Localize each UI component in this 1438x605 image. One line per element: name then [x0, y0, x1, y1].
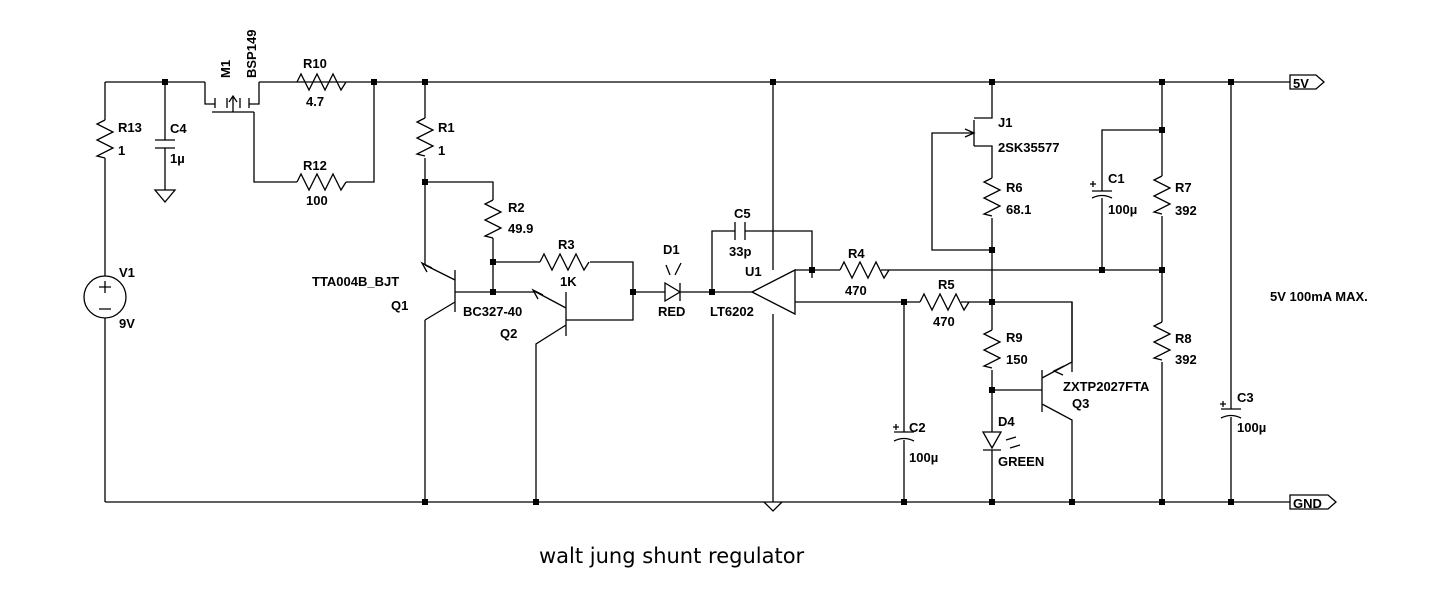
battery-v1 — [83, 82, 127, 502]
j1-value: 2SK35577 — [998, 140, 1059, 155]
m1-ref: M1 — [218, 60, 233, 78]
r8-ref: R8 — [1175, 331, 1192, 346]
opamp-u1 — [711, 82, 920, 512]
port-gnd-label: GND — [1293, 496, 1322, 511]
port-5v: 5V — [1289, 74, 1325, 91]
divider-stage — [1090, 82, 1172, 502]
r4-value: 470 — [845, 283, 867, 298]
v1-ref: V1 — [119, 265, 135, 280]
reference-stage — [931, 82, 1073, 502]
r9-ref: R9 — [1006, 330, 1023, 345]
d1-ref: D1 — [663, 242, 680, 257]
d4-ref: D4 — [998, 414, 1015, 429]
resistor-r10 — [296, 72, 347, 92]
input-stage — [415, 82, 634, 502]
r10-value: 4.7 — [306, 94, 324, 109]
j1-ref: J1 — [998, 115, 1012, 130]
capacitor-c3 — [1220, 82, 1242, 502]
c2-value: 100µ — [909, 450, 938, 465]
d1-value: RED — [658, 304, 685, 319]
r13-ref: R13 — [118, 120, 142, 135]
c5-ref: C5 — [734, 206, 751, 221]
c4-value: 1µ — [170, 151, 185, 166]
v1-value: 9V — [119, 316, 135, 331]
q1-value: TTA004B_BJT — [312, 274, 399, 289]
r4-ref: R4 — [848, 246, 865, 261]
port-5v-label: 5V — [1293, 76, 1309, 91]
r1-value: 1 — [438, 143, 445, 158]
r6-value: 68.1 — [1006, 202, 1031, 217]
r9-value: 150 — [1006, 352, 1028, 367]
r1-ref: R1 — [438, 120, 455, 135]
resistor-r4 — [839, 260, 1161, 280]
spec-note: 5V 100mA MAX. — [1270, 289, 1368, 304]
q2-value: BC327-40 — [463, 304, 522, 319]
m1-value: BSP149 — [244, 30, 259, 78]
c3-ref: C3 — [1237, 390, 1254, 405]
c1-value: 100µ — [1108, 202, 1137, 217]
c1-ref: C1 — [1108, 171, 1125, 186]
diagram-title: walt jung shunt regulator — [539, 544, 805, 568]
r2-value: 49.9 — [508, 221, 533, 236]
q2-ref: Q2 — [500, 326, 517, 341]
c4-ref: C4 — [170, 121, 187, 136]
led-d1 — [633, 262, 712, 303]
q3-value: ZXTP2027FTA — [1063, 379, 1150, 394]
r6-ref: R6 — [1006, 180, 1023, 195]
r3-ref: R3 — [558, 237, 575, 252]
port-gnd: GND — [1289, 494, 1337, 511]
junctions — [162, 79, 1234, 505]
r2-ref: R2 — [508, 200, 525, 215]
q3-ref: Q3 — [1072, 396, 1089, 411]
u1-ref: U1 — [745, 264, 762, 279]
c5-value: 33p — [729, 244, 751, 259]
r12-value: 100 — [306, 193, 328, 208]
mosfet-m1 — [204, 82, 375, 183]
r12-ref: R12 — [303, 158, 327, 173]
d4-value: GREEN — [998, 454, 1044, 469]
u1-value: LT6202 — [710, 304, 754, 319]
r10-ref: R10 — [303, 56, 327, 71]
capacitor-c2 — [893, 302, 915, 502]
c3-value: 100µ — [1237, 420, 1266, 435]
r8-value: 392 — [1175, 352, 1197, 367]
r3-value: 1K — [560, 274, 577, 289]
r7-value: 392 — [1175, 203, 1197, 218]
resistor-r12 — [296, 172, 347, 192]
r7-ref: R7 — [1175, 180, 1192, 195]
capacitor-c4 — [153, 82, 177, 204]
r13-value: 1 — [118, 143, 125, 158]
r5-ref: R5 — [938, 277, 955, 292]
c2-ref: C2 — [909, 420, 926, 435]
q1-ref: Q1 — [391, 298, 408, 313]
r5-value: 470 — [933, 314, 955, 329]
